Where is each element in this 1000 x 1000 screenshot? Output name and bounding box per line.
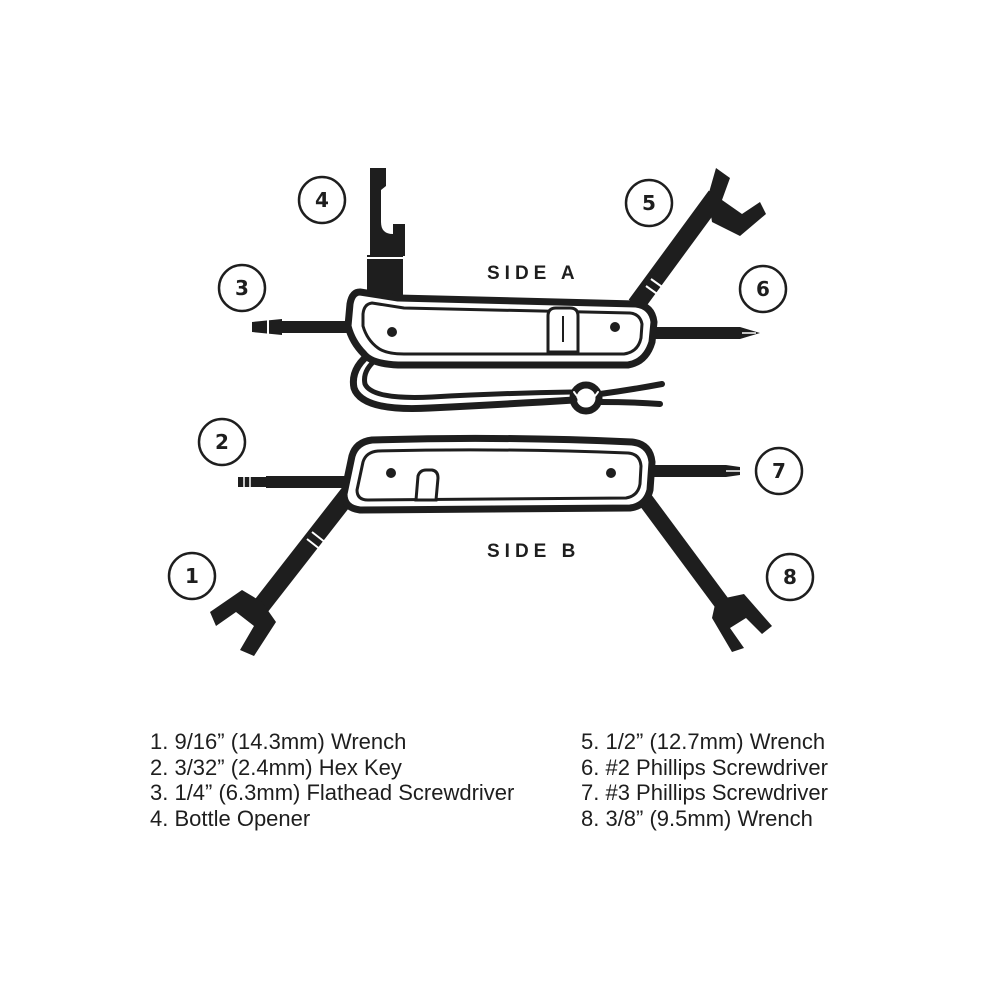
star-rivet	[387, 322, 620, 337]
callout-2: 2	[197, 417, 247, 467]
svg-text:7: 7	[772, 459, 786, 483]
side-a-label: SIDE A	[487, 263, 580, 284]
handle-side-b	[340, 434, 656, 514]
svg-text:3: 3	[235, 276, 249, 300]
svg-text:2: 2	[215, 430, 229, 454]
legend-item: 7. #3 Phillips Screwdriver	[581, 780, 828, 805]
phillips-2-screwdriver-tool	[648, 327, 760, 339]
legend-right-column: 5. 1/2” (12.7mm) Wrench 6. #2 Phillips S…	[581, 729, 828, 831]
callout-8: 8	[765, 552, 815, 602]
callout-5: 5	[624, 178, 674, 228]
legend-item: 1. 9/16” (14.3mm) Wrench	[150, 729, 407, 754]
legend-item: 4. Bottle Opener	[150, 805, 311, 831]
multitool-diagram: SIDE A SIDE B 1 2 3 4 5 6 7 8	[167, 168, 815, 656]
callout-1: 1	[167, 551, 217, 601]
handle-side-a	[344, 288, 658, 369]
legend-item: 8. 3/8” (9.5mm) Wrench	[581, 805, 813, 831]
callout-4: 4	[297, 175, 347, 225]
callout-3: 3	[217, 263, 267, 313]
side-b-label: SIDE B	[487, 541, 580, 562]
svg-text:4: 4	[315, 188, 329, 212]
legend-item: 2. 3/32” (2.4mm) Hex Key	[150, 754, 402, 780]
svg-text:8: 8	[783, 565, 797, 589]
lanyard-cord	[349, 348, 665, 415]
callout-7: 7	[754, 446, 804, 496]
wrench-9-16-inch-tool	[210, 486, 358, 656]
legend-item: 3. 1/4” (6.3mm) Flathead Screwdriver	[150, 780, 515, 805]
side-b-tool	[210, 434, 772, 656]
svg-text:6: 6	[756, 277, 770, 301]
wrench-3-8-inch-tool	[631, 485, 772, 652]
bottle-opener-tool	[367, 168, 405, 299]
legend-item: 5. 1/2” (12.7mm) Wrench	[581, 729, 826, 754]
side-a-tool	[252, 168, 766, 415]
legend-left-column: 1. 9/16” (14.3mm) Wrench 2. 3/32” (2.4mm…	[150, 729, 514, 831]
callout-6: 6	[738, 264, 788, 314]
hex-key-tool	[238, 476, 356, 488]
svg-text:5: 5	[642, 191, 656, 215]
flathead-screwdriver-tool	[252, 319, 356, 335]
phillips-3-screwdriver-tool	[644, 465, 740, 477]
legend-item: 6. #2 Phillips Screwdriver	[581, 754, 828, 780]
svg-text:1: 1	[185, 564, 199, 588]
wrench-half-inch-tool	[628, 168, 766, 311]
star-rivet	[386, 468, 616, 478]
